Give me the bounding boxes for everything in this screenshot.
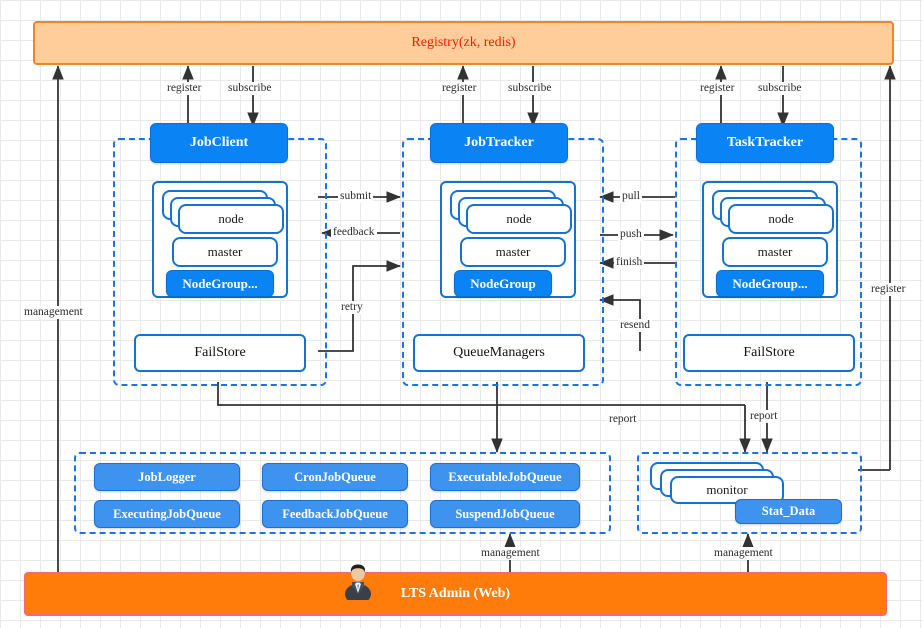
edge-label-submit: submit: [338, 190, 374, 203]
queue-item-label: JobLogger: [138, 469, 196, 484]
edge-label-register-3: register: [698, 82, 737, 95]
queue-item-label: FeedbackJobQueue: [282, 506, 388, 521]
queue-item-executingjobqueue[interactable]: ExecutingJobQueue: [94, 500, 240, 528]
registry-bar: Registry(zk, redis): [33, 21, 894, 65]
registry-label: Registry(zk, redis): [411, 35, 516, 50]
tasktracker-nodegroup-label: NodeGroup...: [732, 275, 808, 291]
edge-label-pull: pull: [620, 190, 642, 203]
queue-item-executablejobqueue[interactable]: ExecutableJobQueue: [430, 463, 580, 491]
edge-label-report-right: report: [748, 410, 780, 423]
queue-item-label: ExecutableJobQueue: [448, 469, 562, 484]
businessman-avatar-icon: [345, 564, 371, 600]
edge-label-management-mid: management: [479, 547, 542, 560]
tasktracker-header[interactable]: TaskTracker: [696, 123, 834, 163]
jobclient-nodegroup-label: NodeGroup...: [182, 275, 258, 291]
jobclient-header-label: JobClient: [189, 135, 249, 150]
jobclient-node-box[interactable]: node: [178, 204, 284, 234]
admin-bar[interactable]: LTS Admin (Web): [24, 572, 887, 616]
edge-label-register-1: register: [165, 82, 204, 95]
jobclient-master-label: master: [207, 244, 243, 259]
queue-item-label: SuspendJobQueue: [455, 506, 555, 521]
jobtracker-master-label: master: [495, 244, 531, 259]
edge-label-feedback: feedback: [331, 226, 377, 239]
jobtracker-queuemanagers[interactable]: QueueManagers: [413, 334, 585, 372]
edge-label-retry: retry: [339, 301, 365, 314]
queue-item-suspendjobqueue[interactable]: SuspendJobQueue: [430, 500, 580, 528]
jobclient-nodegroup-badge[interactable]: NodeGroup...: [166, 270, 274, 297]
tasktracker-failstore[interactable]: FailStore: [683, 334, 855, 372]
tasktracker-cluster: node master NodeGroup...: [702, 181, 838, 298]
tasktracker-node-label: node: [768, 211, 794, 226]
jobtracker-nodegroup-label: NodeGroup: [470, 275, 536, 291]
jobtracker-nodegroup-badge[interactable]: NodeGroup: [454, 270, 552, 297]
jobtracker-node-box[interactable]: node: [466, 204, 572, 234]
jobtracker-cluster: node master NodeGroup: [440, 181, 576, 298]
admin-bar-label: LTS Admin (Web): [400, 586, 511, 601]
jobtracker-node-label: node: [506, 211, 532, 226]
monitor-cluster: monitor Stat_Data: [650, 462, 850, 524]
jobtracker-queuemanagers-label: QueueManagers: [453, 345, 545, 360]
edge-label-subscribe-1: subscribe: [226, 82, 274, 95]
edge-label-push: push: [618, 228, 644, 241]
jobclient-failstore[interactable]: FailStore: [134, 334, 306, 372]
jobclient-header[interactable]: JobClient: [150, 123, 288, 163]
monitor-panel: [637, 452, 862, 534]
monitor-label: monitor: [706, 482, 748, 497]
queue-item-cronjobqueue[interactable]: CronJobQueue: [262, 463, 408, 491]
stat-data-badge[interactable]: Stat_Data: [735, 499, 842, 524]
edge-label-finish: finish: [614, 256, 645, 269]
jobtracker-header[interactable]: JobTracker: [430, 123, 568, 163]
tasktracker-nodegroup-badge[interactable]: NodeGroup...: [716, 270, 824, 297]
tasktracker-failstore-label: FailStore: [743, 345, 795, 360]
queue-item-joblogger[interactable]: JobLogger: [94, 463, 240, 491]
edge-label-resend: resend: [618, 319, 653, 332]
edge-label-report-left: report: [607, 413, 639, 426]
queue-panel: [74, 452, 611, 534]
jobtracker-header-label: JobTracker: [464, 135, 534, 150]
tasktracker-master-label: master: [757, 244, 793, 259]
queue-item-feedbackjobqueue[interactable]: FeedbackJobQueue: [262, 500, 408, 528]
edge-label-subscribe-2: subscribe: [506, 82, 554, 95]
edge-label-register-right: register: [869, 283, 908, 296]
jobtracker-master-box[interactable]: master: [460, 237, 566, 267]
queue-item-label: CronJobQueue: [294, 469, 376, 484]
jobclient-failstore-label: FailStore: [194, 345, 246, 360]
edge-label-management-left: management: [22, 306, 85, 319]
tasktracker-node-box[interactable]: node: [728, 204, 834, 234]
tasktracker-master-box[interactable]: master: [722, 237, 828, 267]
queue-item-label: ExecutingJobQueue: [113, 506, 221, 521]
edge-label-subscribe-3: subscribe: [756, 82, 804, 95]
jobclient-cluster: node master NodeGroup...: [152, 181, 288, 298]
edge-label-management-right: management: [712, 547, 775, 560]
stat-data-label: Stat_Data: [761, 504, 816, 518]
tasktracker-header-label: TaskTracker: [726, 135, 804, 150]
edge-label-register-2: register: [440, 82, 479, 95]
jobclient-master-box[interactable]: master: [172, 237, 278, 267]
jobclient-node-label: node: [218, 211, 244, 226]
